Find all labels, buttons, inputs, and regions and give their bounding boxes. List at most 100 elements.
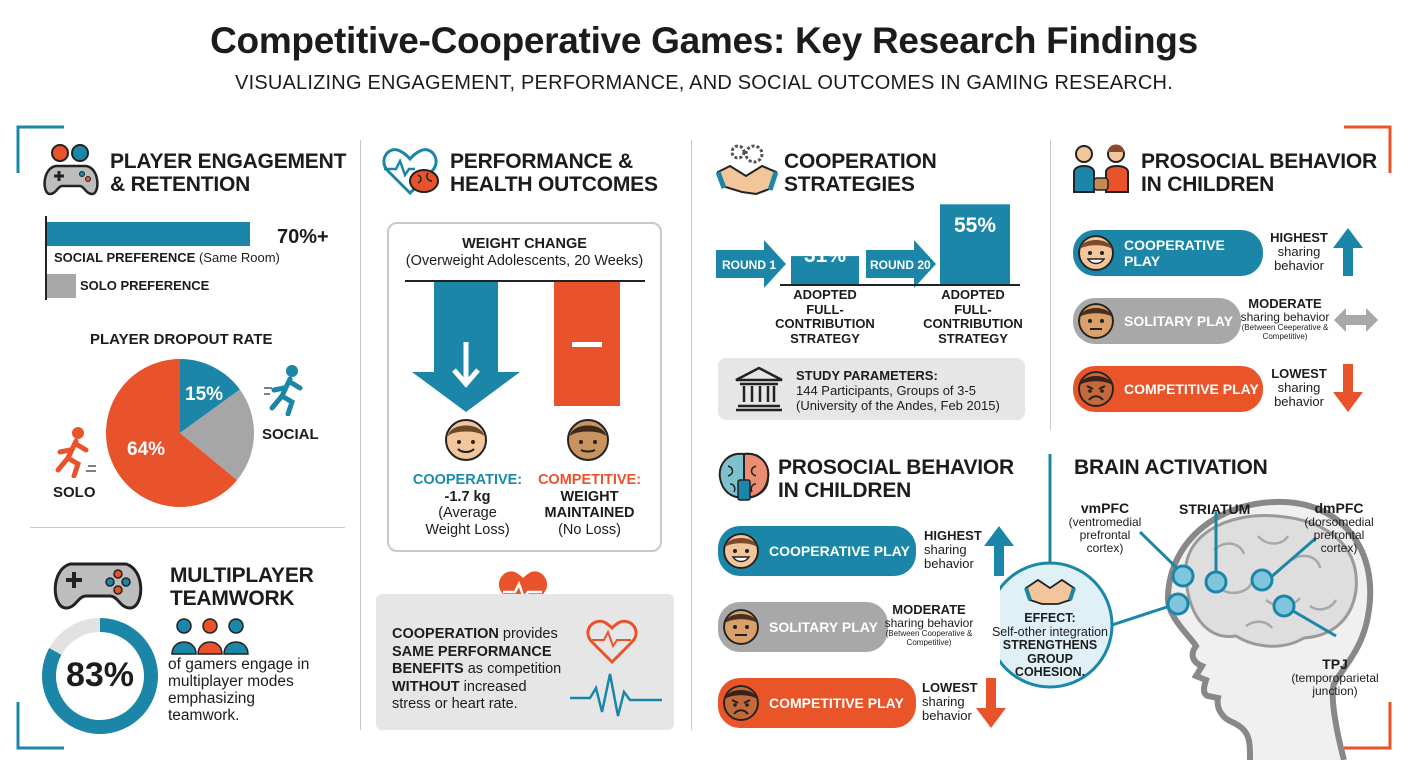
coop-note-line1: (Average <box>438 505 497 521</box>
arrow-up-icon <box>984 526 1014 576</box>
benefit-part5: as competition <box>463 661 562 677</box>
level-desc: sharing <box>924 542 967 557</box>
comp-note: (No Loss) <box>558 521 621 538</box>
study-params-line2: (University of the Andes, Feb 2015) <box>796 398 1000 413</box>
teamwork-desc-line2: multiplayer modes <box>168 673 294 690</box>
engagement-title-line1: PLAYER ENGAGEMENT <box>110 150 347 173</box>
children-playing-icon <box>1073 144 1129 193</box>
level-desc2: behavior <box>1274 258 1324 273</box>
level-label: LOWEST <box>922 680 978 695</box>
brain-activation-diagram <box>1000 454 1374 760</box>
pill-label: COOPERATIVE PLAY <box>1124 237 1225 269</box>
round-1-arrow <box>716 240 786 288</box>
tpj-desc-line2: junction) <box>1312 684 1358 698</box>
benefit-part7: increased <box>459 678 527 695</box>
game-controller-icon <box>53 562 143 610</box>
social-preference-label: SOCIAL PREFERENCE (Same Room) <box>54 250 280 265</box>
performance-title-line2: HEALTH OUTCOMES <box>450 173 658 196</box>
teamwork-desc-line4: teamwork. <box>168 707 240 724</box>
benefit-panel <box>376 594 674 730</box>
teamwork-desc-line1: of gamers engage in <box>168 656 310 673</box>
column-divider <box>691 140 692 730</box>
competitive-weight-bar <box>554 282 620 406</box>
coop-strategies-title: COOPERATION STRATEGIES <box>784 150 937 196</box>
pie-slice-other <box>180 389 254 481</box>
benefit-part6: WITHOUT <box>392 678 460 695</box>
page-title: Competitive-Cooperative Games: Key Resea… <box>210 20 1198 61</box>
vmpfc-desc-line2: prefrontal <box>1079 528 1131 542</box>
pie-slice-solo <box>105 359 238 507</box>
corner-bracket-bottom-right <box>1344 702 1392 750</box>
comp-label: COMPETITIVE: <box>537 472 642 488</box>
level-desc2: behavior <box>924 556 974 571</box>
level-desc2: behavior <box>922 708 972 723</box>
social-preference-text: SOCIAL PREFERENCE <box>54 250 196 265</box>
pill-label: COMPETITIVE PLAY <box>769 695 904 711</box>
round-1-value-label: 31% <box>803 244 847 267</box>
teamwork-title-line1: MULTIPLAYER <box>170 564 314 587</box>
prosocial-mid-highest: HIGHEST sharing behavior <box>918 529 988 571</box>
effect-line2: STRENGTHENS <box>1002 638 1098 652</box>
arrow-down-icon <box>976 678 1006 728</box>
neutral-face-icon <box>1078 303 1114 339</box>
benefit-part4: BENEFITS <box>392 661 464 677</box>
row-divider <box>30 527 345 528</box>
angry-face-icon <box>1078 371 1114 407</box>
vmpfc-desc-line3: cortex) <box>1086 541 1124 555</box>
dropout-title: PLAYER DROPOUT RATE <box>90 331 273 348</box>
level-desc2: behavior <box>1274 394 1324 409</box>
prosocial-right-cooperative-pill: COOPERATIVE PLAY <box>1073 230 1263 276</box>
prosocial-mid-title-line1: PROSOCIAL BEHAVIOR <box>778 456 1014 479</box>
prosocial-mid-title: PROSOCIAL BEHAVIOR IN CHILDREN <box>778 456 1014 502</box>
coop-label: COOPERATIVE: <box>412 472 523 488</box>
teen-face-icon <box>445 419 487 461</box>
benefit-part2: provides <box>498 626 558 642</box>
level-label: MODERATE <box>892 602 966 617</box>
running-person-social-icon <box>264 365 303 416</box>
adopted-line4: STRATEGY <box>938 330 1008 346</box>
prosocial-mid-competitive-pill: COMPETITIVE PLAY <box>718 678 916 728</box>
round-20-arrow <box>866 240 936 288</box>
tpj-label: TPJ (temporoparietal junction) <box>1280 656 1390 698</box>
adopted-line1: ADOPTED <box>793 287 857 302</box>
corner-bracket-top-right <box>1344 125 1392 173</box>
weight-chart-baseline <box>405 280 645 282</box>
level-desc: sharing <box>1277 380 1321 395</box>
effect-line1: Self-other integration <box>991 624 1109 639</box>
cooperative-weight-result: COOPERATIVE: -1.7 kg (Average Weight Los… <box>405 472 530 538</box>
handshake-gears-icon <box>716 144 778 196</box>
benefit-part1: COOPERATION <box>392 626 499 642</box>
engagement-title-line2: & RETENTION <box>110 173 251 196</box>
coop-note-line2: Weight Loss) <box>425 521 510 538</box>
university-building-icon <box>735 366 783 412</box>
pie-solo-label: 64% <box>127 439 166 460</box>
prosocial-right-competitive-pill: COMPETITIVE PLAY <box>1073 366 1263 412</box>
comp-value-line2: MAINTAINED <box>544 505 635 521</box>
brain-activation-title: BRAIN ACTIVATION <box>1074 456 1268 479</box>
pie-slice-social <box>180 359 240 433</box>
happy-face-icon <box>723 533 759 569</box>
coop-value: -1.7 kg <box>444 488 491 505</box>
teen-face-icon <box>567 419 609 461</box>
arrow-left-right-icon <box>1334 308 1378 332</box>
adopted-line1: ADOPTED <box>941 287 1005 302</box>
neutral-face-icon <box>723 609 759 645</box>
column-divider <box>360 140 361 730</box>
pill-label: COMPETITIVE PLAY <box>1124 381 1259 397</box>
happy-face-icon <box>1078 235 1114 271</box>
coop-strategies-title-line1: COOPERATION <box>784 150 937 173</box>
solo-label: SOLO <box>53 484 96 501</box>
teamwork-title: MULTIPLAYER TEAMWORK <box>170 564 314 610</box>
corner-bracket-bottom-left <box>16 702 64 750</box>
prosocial-right-title-line2: IN CHILDREN <box>1141 173 1275 196</box>
effect-title: EFFECT: <box>1024 611 1076 625</box>
adopted-line3: CONTRIBUTION <box>923 316 1023 331</box>
adopted-line2: FULL- <box>954 301 992 317</box>
prosocial-mid-solitary-pill: SOLITARY PLAY <box>718 602 888 652</box>
vmpfc-desc-line1: (ventromedial <box>1068 515 1142 529</box>
competitive-weight-result: COMPETITIVE: WEIGHT MAINTAINED (No Loss) <box>527 472 652 538</box>
weight-change-panel <box>387 222 662 552</box>
dmpfc-desc-line2: prefrontal <box>1313 528 1365 542</box>
preference-bar-chart <box>45 216 250 300</box>
effect-text: EFFECT: Self-other integration STRENGTHE… <box>985 611 1115 680</box>
